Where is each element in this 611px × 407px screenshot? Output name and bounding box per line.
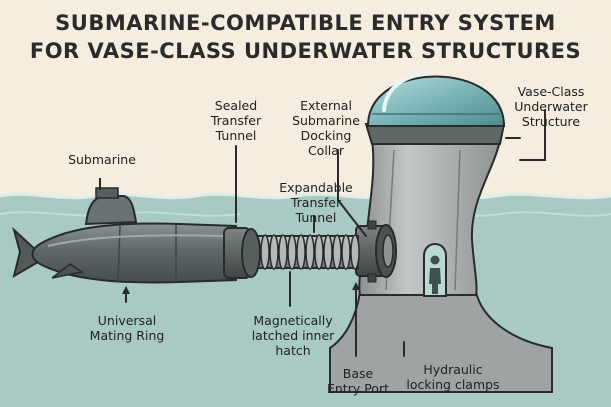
- bellows-rib: [314, 234, 324, 270]
- bellows-rib: [287, 234, 297, 270]
- label-vase-class-structure: Vase-Class Underwater Structure: [514, 84, 588, 129]
- bellows-rib: [323, 234, 333, 270]
- bellows-rib: [296, 234, 306, 270]
- label-inner-hatch: Magnetically latched inner hatch: [251, 313, 335, 358]
- bellows-rib: [260, 234, 270, 270]
- label-base-entry-port: Base Entry Port: [326, 366, 389, 396]
- leader-lines: [125, 109, 546, 357]
- title-line-2: FOR VASE-CLASS UNDERWATER STRUCTURES: [29, 39, 582, 63]
- bellows-rib: [332, 234, 342, 270]
- mating-ring: [241, 228, 261, 278]
- title-line-1: SUBMARINE-COMPATIBLE ENTRY SYSTEM: [55, 11, 556, 35]
- label-sealed-transfer-tunnel: Sealed Transfer Tunnel: [210, 98, 262, 143]
- bellows-rib: [350, 234, 360, 270]
- label-docking-collar: External Submarine Docking Collar: [292, 98, 360, 158]
- bellows-rib: [278, 234, 288, 270]
- label-expandable-transfer-tunnel: Expandable Transfer Tunnel: [279, 180, 353, 225]
- label-hydraulic-locking-clamps: Hydraulic locking clamps: [406, 362, 500, 392]
- label-submarine: Submarine: [68, 152, 136, 167]
- docking-collar: [355, 220, 397, 283]
- structure-dome: [366, 75, 506, 127]
- bellows-rib: [269, 234, 279, 270]
- label-universal-mating-ring: Universal Mating Ring: [89, 313, 165, 343]
- water-surface-line: [0, 192, 611, 200]
- submarine-hull: [31, 222, 237, 284]
- submarine: [12, 178, 261, 284]
- bellows-rib: [305, 234, 315, 270]
- structure-base: [329, 291, 553, 393]
- person-icon: [430, 255, 440, 265]
- expandable-tunnel: [245, 234, 360, 270]
- submarine-sail: [84, 195, 138, 226]
- bellows-rib: [341, 234, 351, 270]
- vase-structure: [329, 72, 553, 393]
